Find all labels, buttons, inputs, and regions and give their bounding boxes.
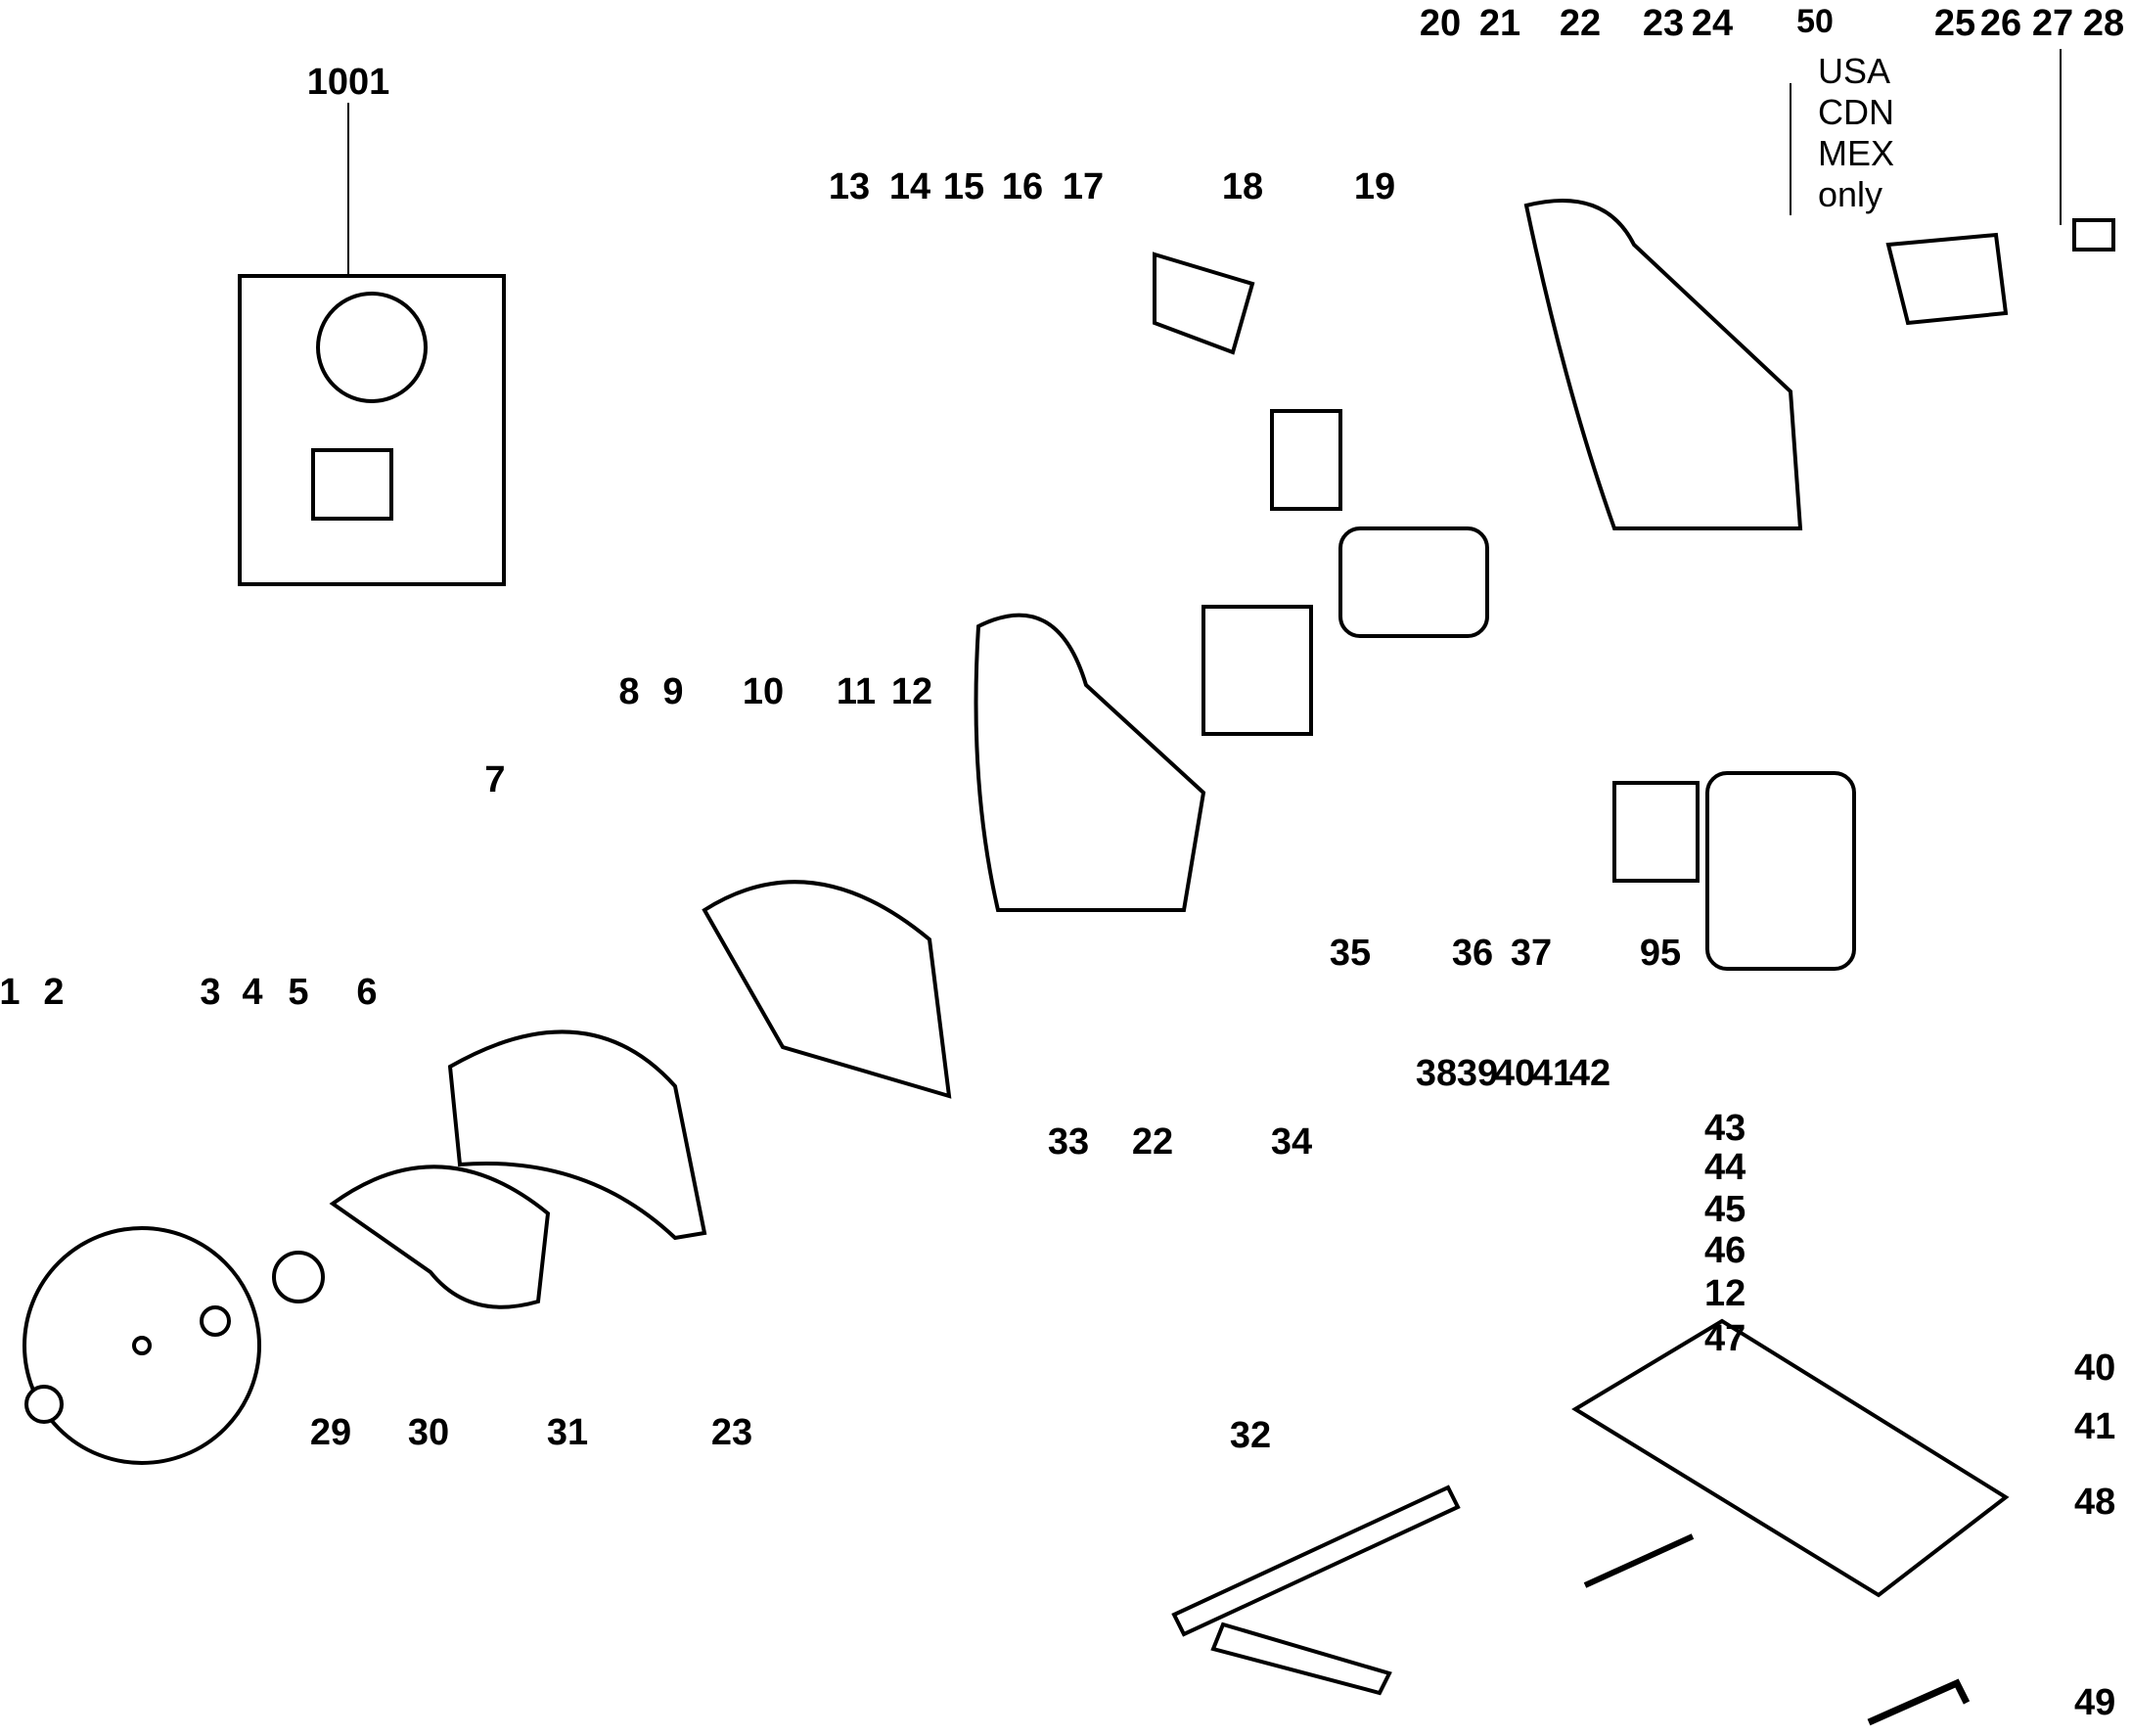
callout-22-top: 22 [1559, 3, 1602, 44]
flange-5 [272, 1251, 325, 1303]
region-note-line: MEX [1818, 133, 1895, 173]
callout-32: 32 [1229, 1415, 1272, 1456]
callout-49: 49 [2074, 1682, 2116, 1723]
callout-26: 26 [1979, 3, 2022, 44]
callout-10: 10 [742, 671, 785, 712]
blade-guard-10 [702, 880, 952, 1099]
battery-pad-95 [1612, 781, 1700, 883]
callout-9: 9 [662, 671, 684, 712]
callout-41-right: 41 [2074, 1406, 2116, 1447]
callout-34: 34 [1270, 1121, 1313, 1163]
callout-8: 8 [618, 671, 640, 712]
callout-35: 35 [1329, 933, 1372, 974]
callout-45: 45 [1704, 1189, 1746, 1230]
region-note: USA CDN MEX only [1818, 51, 1894, 215]
upper-guard-7 [447, 1029, 707, 1241]
switch-18 [1153, 251, 1255, 355]
label-28 [2072, 218, 2115, 251]
callout-33: 33 [1047, 1121, 1090, 1163]
callout-40-right: 40 [2074, 1348, 2116, 1389]
callout-40: 40 [1493, 1053, 1536, 1094]
callout-22-mid: 22 [1131, 1121, 1174, 1163]
base-plate-48 [1571, 1318, 2010, 1598]
callout-48: 48 [2074, 1482, 2116, 1523]
callout-41: 41 [1531, 1053, 1574, 1094]
region-note-line: CDN [1818, 92, 1894, 132]
callout-95: 95 [1639, 933, 1682, 974]
callout-36: 36 [1451, 933, 1494, 974]
callout-14: 14 [888, 166, 931, 207]
callout-29: 29 [309, 1412, 352, 1453]
callout-3: 3 [200, 972, 221, 1013]
callout-31: 31 [546, 1412, 589, 1453]
callout-25: 25 [1933, 3, 1976, 44]
callout-19: 19 [1353, 166, 1396, 207]
callout-27: 27 [2031, 3, 2074, 44]
callout-28: 28 [2082, 3, 2125, 44]
housing-shell-22 [1523, 199, 1803, 530]
callout-7: 7 [484, 759, 506, 800]
callout-47: 47 [1704, 1318, 1746, 1359]
callout-5: 5 [288, 972, 309, 1013]
callout-1001: 1001 [306, 62, 390, 103]
cover-26 [1885, 232, 2009, 326]
region-note-line: USA [1818, 51, 1891, 91]
callout-42: 42 [1568, 1053, 1611, 1094]
callout-15: 15 [942, 166, 985, 207]
callout-44: 44 [1704, 1147, 1746, 1188]
callout-21: 21 [1478, 3, 1521, 44]
callout-6: 6 [356, 972, 378, 1013]
gearbox-15 [1202, 605, 1313, 736]
callout-46: 46 [1704, 1230, 1746, 1271]
callout-1: 1 [0, 972, 21, 1013]
callout-16: 16 [1001, 166, 1044, 207]
callout-13: 13 [828, 166, 871, 207]
parallel-guide-32 [1171, 1485, 1461, 1637]
callout-4: 4 [242, 972, 263, 1013]
callout-43: 43 [1704, 1108, 1746, 1149]
callout-20: 20 [1419, 3, 1462, 44]
callout-38: 38 [1415, 1053, 1458, 1094]
lower-guard-6 [329, 1165, 551, 1309]
motor-19 [1338, 526, 1489, 638]
callout-23-bottom: 23 [710, 1412, 753, 1453]
flange-3 [200, 1305, 231, 1337]
region-note-line: only [1818, 174, 1883, 214]
callout-12: 12 [890, 671, 933, 712]
callout-11: 11 [836, 671, 877, 712]
callout-37: 37 [1510, 933, 1553, 974]
callout-39: 39 [1456, 1053, 1499, 1094]
motor-housing-22 [974, 613, 1206, 912]
battery-pack [1705, 771, 1856, 971]
callout-50: 50 [1796, 3, 1834, 40]
callout-24: 24 [1691, 3, 1734, 44]
callout-18: 18 [1221, 166, 1264, 207]
washer-2 [24, 1385, 64, 1424]
callout-17: 17 [1062, 166, 1105, 207]
callout-2: 2 [43, 972, 65, 1013]
callout-12-base: 12 [1704, 1273, 1746, 1314]
callout-23-top: 23 [1642, 3, 1685, 44]
callout-30: 30 [407, 1412, 450, 1453]
